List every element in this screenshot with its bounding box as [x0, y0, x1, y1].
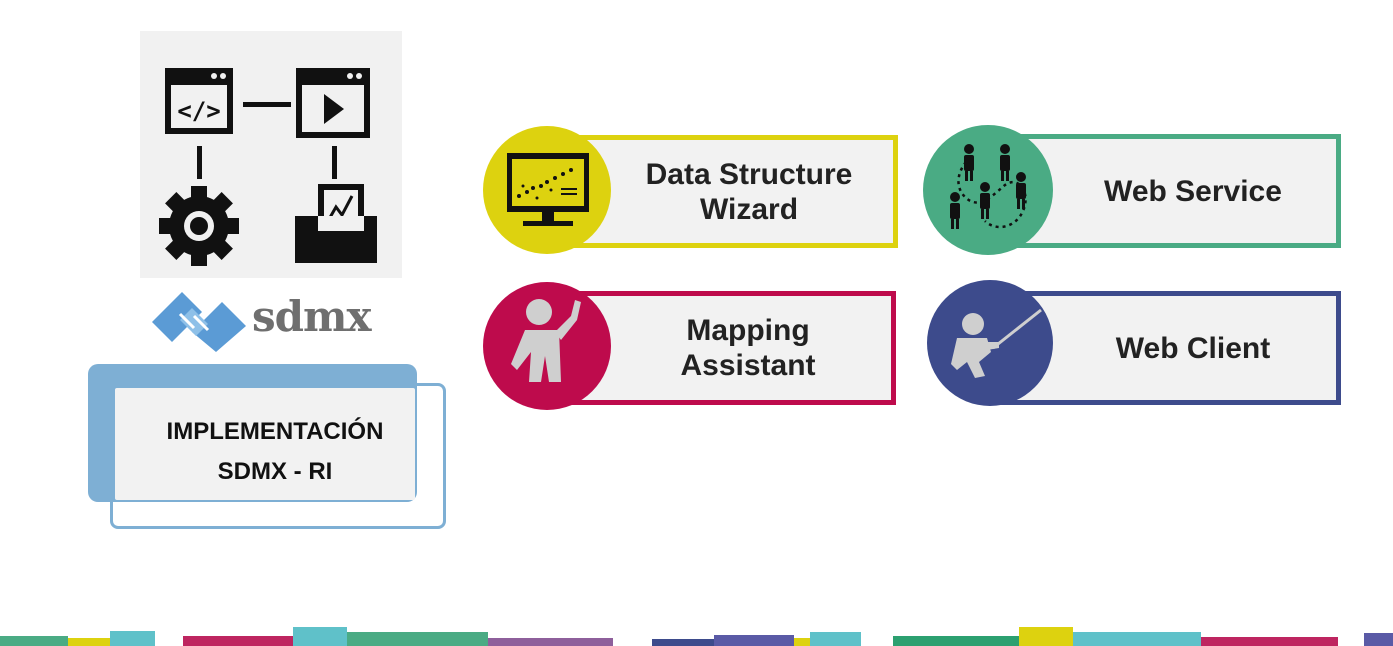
stripe: [1019, 627, 1073, 646]
stripe: [810, 632, 861, 646]
implementation-title-line1: IMPLEMENTACIÓN: [166, 418, 384, 445]
stripe: [293, 627, 347, 646]
card-label-line1: Web Client: [1115, 331, 1271, 365]
sdmx-logo: sdmx: [150, 290, 380, 354]
card-data-structure-wizard[interactable]: [560, 135, 898, 248]
stripe: [110, 631, 155, 646]
implementation-title-line2: SDMX - RI: [217, 458, 333, 485]
stripe: [1364, 633, 1393, 646]
presenter-icon: [951, 308, 1042, 378]
monitor-chart-icon: [507, 153, 589, 226]
architecture-icon-panel: </>: [140, 31, 402, 278]
stripe: [347, 632, 488, 646]
gear-icon: [159, 186, 239, 266]
sdmx-mark-icon: [152, 292, 246, 352]
card-web-client-label: Web Client: [1045, 296, 1341, 400]
stripe: [794, 638, 810, 646]
stripe: [1201, 637, 1338, 646]
card-label-line1: Data Structure: [645, 157, 853, 191]
code-window-icon: </>: [165, 68, 233, 134]
card-data-structure-wizard-label: Data Structure Wizard: [600, 140, 898, 243]
stripe: [893, 636, 1019, 646]
mapping-assistant-circle: [483, 282, 611, 410]
sdmx-logo-text: sdmx: [252, 292, 371, 341]
stripe: [68, 638, 110, 646]
card-web-service[interactable]: [1000, 134, 1341, 248]
stripe: [652, 639, 714, 646]
card-label-line2: Wizard: [699, 192, 799, 226]
stripe: [714, 635, 794, 646]
architecture-diagram-icon: </>: [159, 68, 377, 266]
report-chart-icon: [295, 184, 377, 263]
data-structure-wizard-circle: [483, 126, 611, 254]
stripe: [0, 636, 68, 646]
stripe: [1073, 632, 1201, 646]
implementation-box-fill: [115, 388, 415, 500]
card-web-client[interactable]: [1000, 291, 1341, 405]
svg-text:</>: </>: [177, 97, 220, 125]
people-network-icon: [950, 144, 1027, 229]
web-service-circle: [923, 125, 1053, 255]
card-mapping-assistant-label: Mapping Assistant: [600, 296, 896, 400]
card-label-line1: Web Service: [1104, 174, 1282, 208]
card-label-line1: Mapping: [686, 314, 810, 347]
play-window-icon: [296, 68, 370, 138]
card-web-service-label: Web Service: [1045, 139, 1341, 243]
card-label-line2: Assistant: [680, 349, 816, 382]
implementation-title: IMPLEMENTACIÓN SDMX - RI: [115, 412, 435, 492]
implementation-box-frame: [110, 383, 446, 529]
stripe: [488, 638, 613, 646]
stripe: [183, 636, 293, 646]
web-client-circle: [927, 280, 1053, 406]
person-pointing-icon: [511, 299, 581, 382]
